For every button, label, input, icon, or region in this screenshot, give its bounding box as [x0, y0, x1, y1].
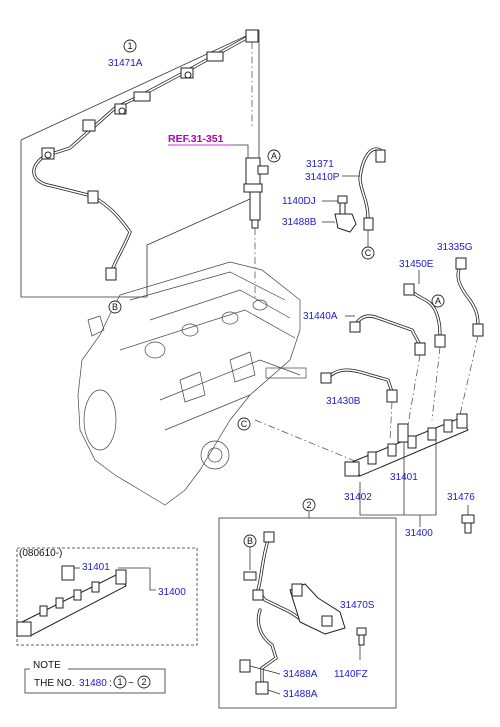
callout-c-engine: C: [237, 417, 251, 431]
callout-1-top: 1: [123, 39, 137, 53]
label-31400-main: 31400: [405, 528, 433, 539]
note-title: NOTE: [33, 660, 61, 671]
sensor-31476: [461, 514, 475, 534]
callout-c-pipe: C: [361, 246, 375, 260]
fuel-return-box: [218, 517, 397, 709]
callout-b-engine-text: B: [112, 302, 118, 312]
callout-c-engine-text: C: [241, 419, 248, 429]
callout-1-top-text: 1: [127, 41, 132, 51]
callout-b-engine: B: [108, 300, 122, 314]
callout-a-pipe-text: A: [435, 296, 441, 306]
note-number-31480: 31480: [79, 678, 107, 689]
callout-c-pipe-text: C: [365, 248, 372, 258]
common-rail-inset: [16, 565, 127, 637]
label-31335G: 31335G: [437, 242, 473, 253]
note-callout-2: 2: [141, 677, 146, 687]
label-31410P: 31410P: [305, 172, 340, 183]
note-prefix: THE NO.: [34, 678, 75, 689]
note-callout-1: 1: [117, 677, 122, 687]
label-31401-inset: 31401: [82, 562, 110, 573]
note-box: [24, 668, 166, 694]
return-hoses: [239, 531, 307, 695]
inset-box: [16, 547, 198, 646]
label-1140DJ: 1140DJ: [282, 196, 316, 207]
callout-a-injector: A: [267, 149, 281, 163]
callout-a-pipe: A: [431, 294, 445, 308]
label-31371: 31371: [306, 159, 334, 170]
label-31430B: 31430B: [326, 396, 361, 407]
label-31488A-2: 31488A: [283, 689, 318, 700]
label-31400-inset: 31400: [158, 587, 186, 598]
ref-link-31-351[interactable]: REF.31-351: [168, 133, 224, 145]
label-31450E: 31450E: [399, 259, 434, 270]
label-31471A: 31471A: [108, 58, 143, 69]
note-separator: ~: [128, 678, 134, 689]
common-rail-main: [344, 413, 469, 477]
callout-a-injector-text: A: [271, 151, 277, 161]
label-31402: 31402: [344, 492, 372, 503]
label-31470S: 31470S: [340, 600, 375, 611]
injector: [243, 157, 269, 229]
callout-2-top: 2: [302, 498, 316, 512]
bolt-1140FZ: [356, 627, 367, 646]
label-31488A-1: 31488A: [283, 669, 318, 680]
label-31440A: 31440A: [303, 311, 338, 322]
svg-text::: :: [109, 678, 112, 689]
callout-b-inset: B: [243, 534, 257, 548]
callout-2-top-text: 2: [306, 500, 311, 510]
engine-block: [77, 261, 307, 506]
label-31488B: 31488B: [282, 217, 317, 228]
inset-date: (080610-): [19, 548, 62, 559]
label-31476: 31476: [447, 492, 475, 503]
label-1140FZ: 1140FZ: [334, 669, 368, 680]
pressure-valve-31470S: [289, 583, 346, 635]
callout-b-inset-text: B: [247, 536, 253, 546]
bolt-1140DJ: [337, 195, 348, 216]
leak-off-hose-assembly: [20, 29, 260, 298]
